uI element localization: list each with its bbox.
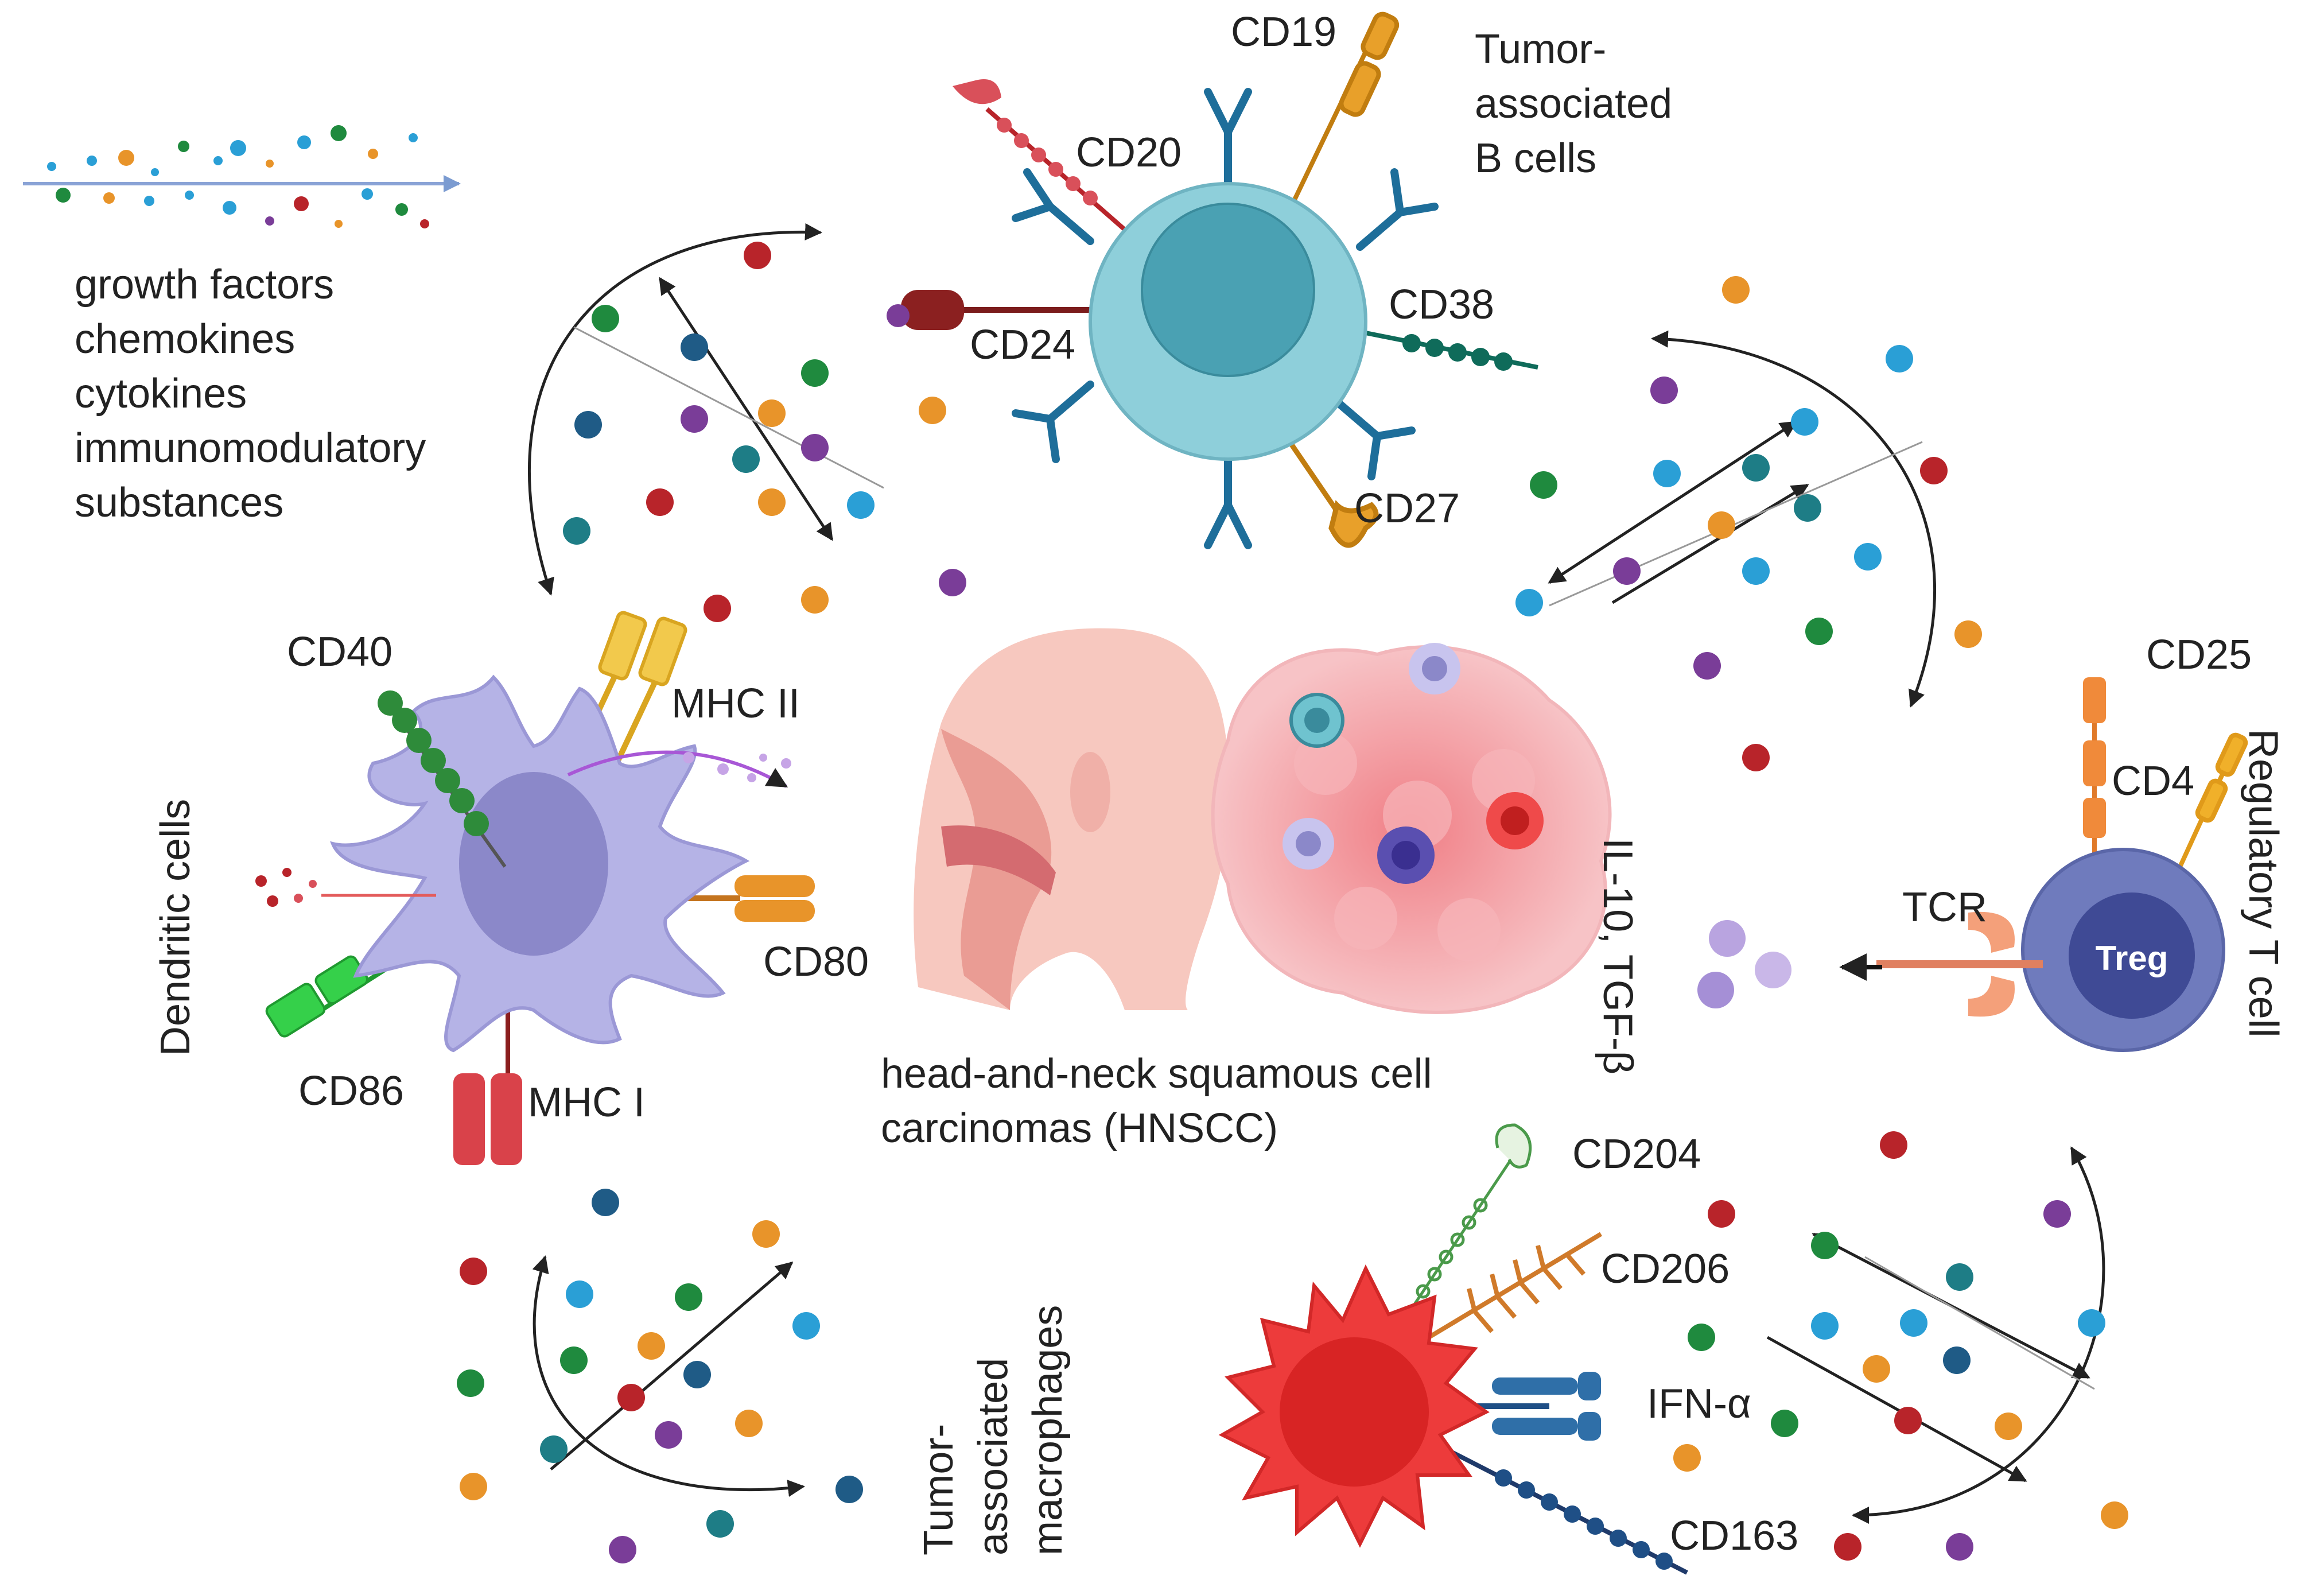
b-cell-title-line: Tumor- [1475, 26, 1606, 72]
treg-title: Regulatory T cell [2240, 729, 2286, 1038]
macrophage-title-line: macrophages [1025, 1305, 1071, 1555]
cd4-receptor-icon [2083, 677, 2106, 861]
cd163-label: CD163 [1670, 1513, 1798, 1559]
tcr-receptor-icon [1876, 911, 2043, 1017]
cd4-label: CD4 [2112, 758, 2194, 804]
cd86-label: CD86 [298, 1068, 404, 1114]
treg-labels: CD25 CD4 TCR IL-10, TGF-β Regulatory T c… [1595, 632, 2286, 1074]
cd206-receptor-icon [1427, 1232, 1603, 1340]
cd206-label: CD206 [1601, 1246, 1730, 1292]
b-cell-title-line: associated [1475, 81, 1672, 127]
legend-line: chemokines [75, 316, 295, 362]
head-profile-icon [914, 628, 1229, 1010]
cd38-receptor-icon [1336, 325, 1538, 371]
b-cell-labels: CD19 CD20 CD24 CD38 CD27 Tumor- associat… [970, 9, 1672, 531]
molecule-stream-icon [23, 125, 461, 228]
center-labels: head-and-neck squamous cell carcinomas (… [881, 1051, 1432, 1151]
b-cell [887, 11, 1538, 549]
hnscc-title-line: carcinomas (HNSCC) [881, 1105, 1278, 1151]
macrophage-title-line: associated [970, 1358, 1016, 1555]
scattered-molecules [457, 242, 2128, 1563]
secreted-cytokines-icon [1697, 920, 1791, 1008]
tumor-mass-icon [1211, 643, 1612, 1014]
b-cell-title-line: B cells [1475, 135, 1596, 181]
dendritic-title: Dendritic cells [153, 799, 199, 1056]
cd24-receptor-icon [887, 290, 1107, 330]
legend-line: growth factors [75, 262, 334, 308]
legend-line: cytokines [75, 371, 247, 417]
mhc-ii-label: MHC II [671, 681, 800, 727]
macrophage-labels: CD204 CD206 IFN-α CD163 Tumor- associate… [916, 1131, 1798, 1559]
il10-tgfb-label: IL-10, TGF-β [1595, 838, 1641, 1074]
cd40-label: CD40 [287, 629, 392, 675]
interaction-arrows [528, 223, 2105, 1524]
tcr-label: TCR [1902, 884, 1987, 930]
legend-line: immunomodulatory [75, 425, 426, 471]
cd20-receptor-icon [953, 79, 1126, 232]
macrophage-title-line: Tumor- [916, 1424, 962, 1555]
cd204-receptor-icon [1398, 1123, 1532, 1327]
cd25-label: CD25 [2146, 632, 2252, 678]
mhc-i-label: MHC I [528, 1080, 645, 1126]
macrophage-cell [1218, 1123, 1688, 1575]
ifn-alpha-label: IFN-α [1647, 1381, 1751, 1427]
dendritic-cell [255, 611, 815, 1165]
cd19-label: CD19 [1231, 9, 1336, 55]
dendritic-labels: CD40 MHC II CD80 CD86 MHC I Dendritic ce… [153, 629, 869, 1126]
cd24-label: CD24 [970, 322, 1075, 368]
ifn-receptor-icon [1475, 1372, 1601, 1441]
cd27-label: CD27 [1354, 486, 1460, 531]
treg-cell: Treg [1697, 677, 2248, 1052]
cd20-label: CD20 [1076, 130, 1182, 176]
cd25-receptor-icon [2173, 732, 2248, 879]
cd38-label: CD38 [1389, 282, 1494, 328]
legend-line: substances [75, 480, 283, 526]
cd163-receptor-icon [1451, 1450, 1688, 1575]
hnscc-title-line: head-and-neck squamous cell [881, 1051, 1432, 1097]
antibody-icon [1012, 88, 1439, 549]
cd19-receptor-icon [1292, 11, 1400, 202]
antigen-uptake-icon [255, 750, 791, 907]
cd204-label: CD204 [1572, 1131, 1701, 1177]
treg-cell-label: Treg [2096, 939, 2168, 977]
cd40-receptor-icon [378, 690, 507, 868]
legend-text: growth factors chemokines cytokines immu… [75, 262, 426, 526]
cd80-label: CD80 [763, 939, 869, 985]
